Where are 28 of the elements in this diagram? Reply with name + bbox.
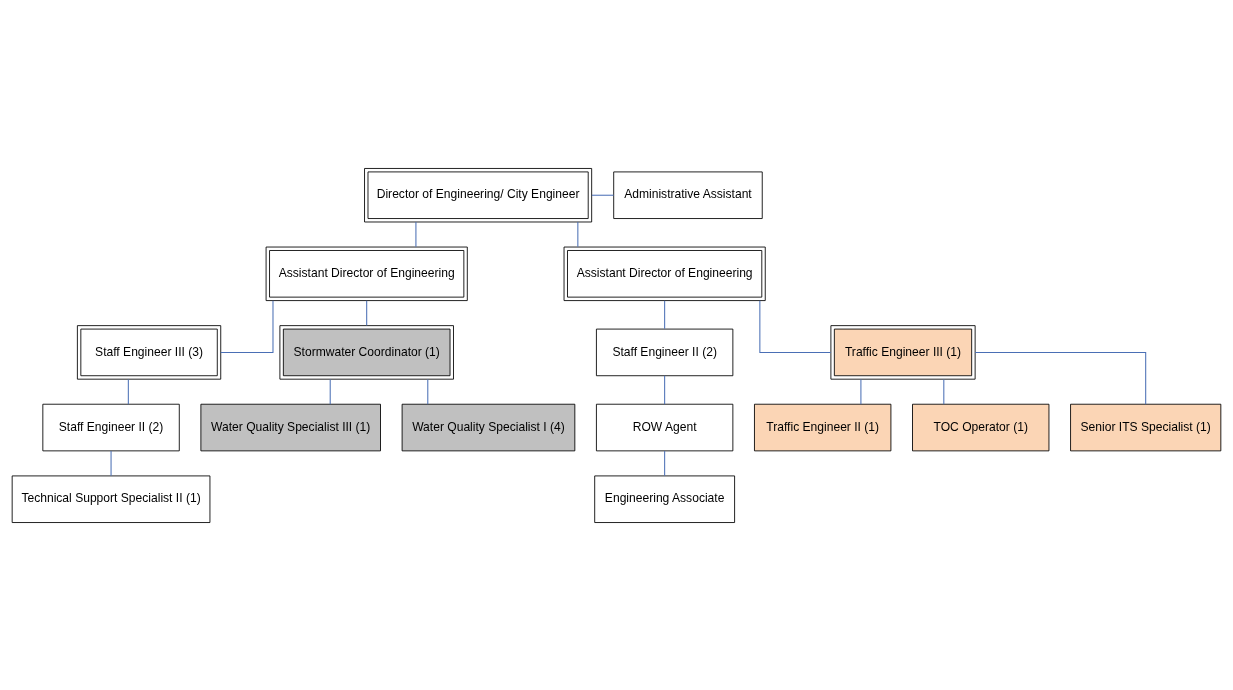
node-box: Traffic Engineer II (1) — [754, 403, 892, 451]
node-box: Senior ITS Specialist (1) — [1070, 403, 1222, 451]
connector — [220, 299, 274, 353]
connector — [860, 378, 862, 405]
connector — [664, 299, 666, 329]
connector — [577, 221, 579, 247]
node-box: Water Quality Specialist III (1) — [200, 403, 381, 451]
connector — [427, 378, 429, 405]
connector — [664, 374, 666, 405]
connector — [664, 450, 666, 476]
node-box: Staff Engineer II (2) — [596, 328, 734, 376]
connector — [329, 378, 331, 405]
node-box: ROW Agent — [596, 403, 734, 451]
node-box: Administrative Assistant — [613, 171, 763, 219]
connector — [759, 299, 832, 353]
connector — [974, 351, 1147, 405]
node-box: TOC Operator (1) — [912, 403, 1050, 451]
node-box: Staff Engineer II (2) — [42, 403, 180, 451]
connector — [110, 450, 112, 476]
node-box: Staff Engineer III (3) — [76, 324, 222, 380]
connector — [415, 221, 417, 247]
connector — [366, 299, 368, 326]
connector — [591, 194, 615, 196]
connector — [943, 378, 945, 405]
node-box: Technical Support Specialist II (1) — [11, 475, 211, 523]
node-box: Engineering Associate — [594, 475, 736, 523]
node-box: Water Quality Specialist I (4) — [401, 403, 576, 451]
connector — [127, 378, 129, 405]
